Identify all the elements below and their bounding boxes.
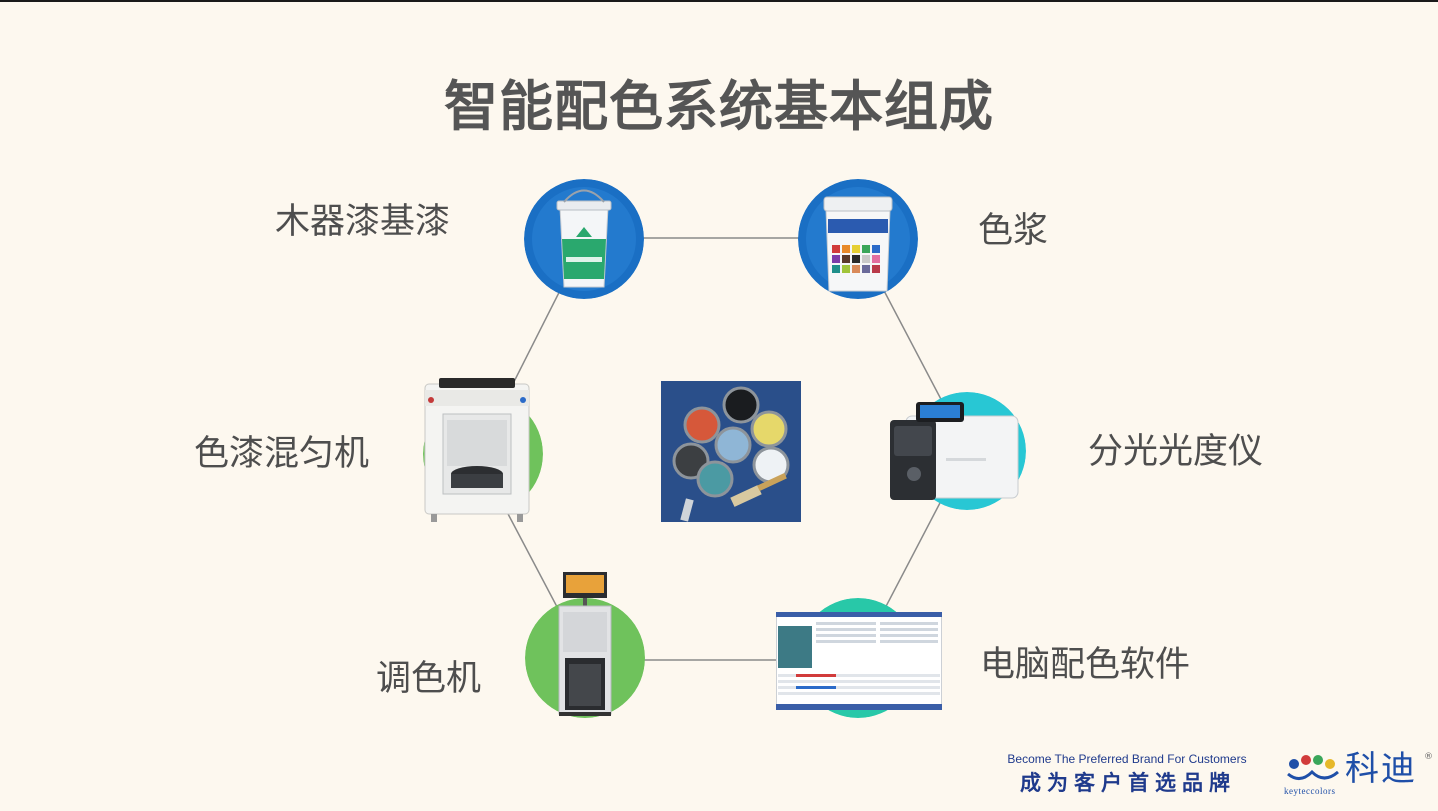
slide-title: 智能配色系统基本组成 <box>444 75 994 138</box>
top-border <box>0 0 1438 2</box>
label-base-paint: 木器漆基漆 <box>275 202 451 242</box>
paint-cans-photo-icon <box>661 381 801 522</box>
tagline-chinese: 成为客户首选品牌 <box>1020 771 1236 795</box>
label-colorant: 色浆 <box>978 211 1049 251</box>
spectrophotometer-device <box>890 402 1019 500</box>
paint-mixer-device <box>424 378 530 522</box>
tinting-machine-device <box>558 572 612 716</box>
software-window <box>776 612 942 710</box>
logo-registered-mark: ® <box>1424 752 1433 762</box>
node-base-paint <box>524 179 644 299</box>
label-mixer: 色漆混匀机 <box>194 434 370 474</box>
node-colorant <box>798 179 918 299</box>
keyteccolors-logo-icon <box>1287 755 1339 780</box>
colorant-tub-icon <box>798 179 918 299</box>
label-spectro: 分光光度仪 <box>1088 432 1264 472</box>
label-software: 电脑配色软件 <box>980 645 1191 685</box>
paint-bucket-icon <box>524 179 644 299</box>
logo-chinese-name: 科迪 <box>1345 749 1417 789</box>
tagline-english: Become The Preferred Brand For Customers <box>1007 752 1247 766</box>
logo-english-name: keyteccolors <box>1284 786 1336 796</box>
label-tinting: 调色机 <box>376 659 482 699</box>
